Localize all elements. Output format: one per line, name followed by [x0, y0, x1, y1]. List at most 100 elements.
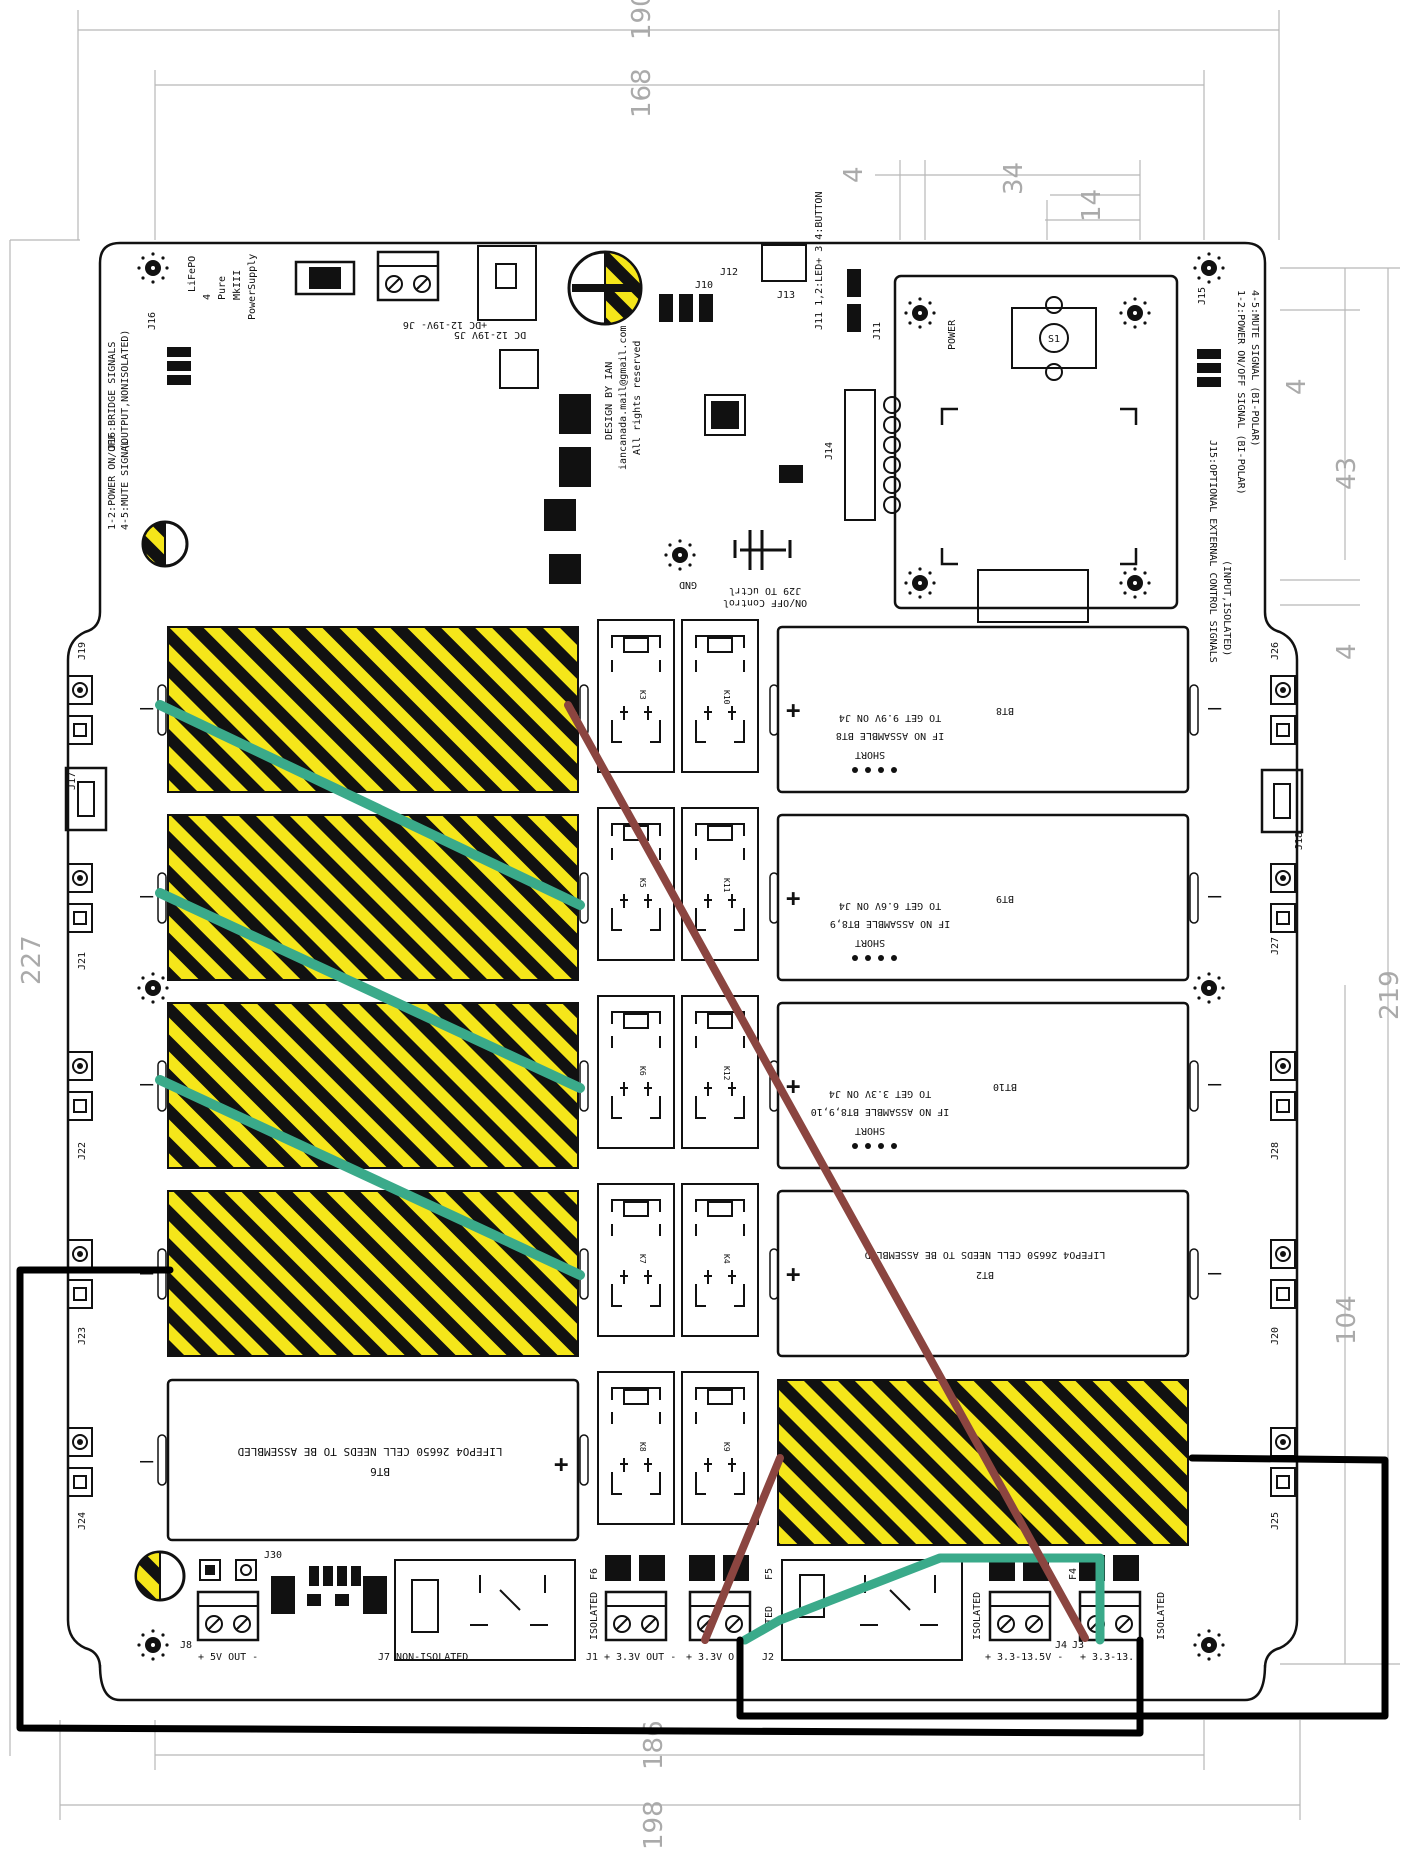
right-conn-j26: J26	[1270, 642, 1281, 660]
bt9-note1: IF NO ASSAMBLE BT8,9	[830, 918, 950, 929]
left-conn-j19: J19	[77, 642, 88, 660]
j29-label-1: ON/OFF Control	[723, 597, 807, 608]
right-battery-cells: + + + + – – – – BT8 IF NO ASSAMBLE BT8 T…	[769, 625, 1222, 1546]
relay-k6: K6	[638, 1066, 647, 1076]
bt10-name: BT10	[993, 1081, 1017, 1092]
cell-hatched-right	[777, 1379, 1189, 1546]
silkscreen-top: LiFePO 4 Pure MkIII PowerSupply J16:BRID…	[107, 192, 1260, 663]
label-3v3-out-b: + 3.3V O	[686, 1652, 734, 1663]
dim-left-total: 227	[17, 935, 47, 985]
black-wire-2	[736, 1454, 1389, 1720]
bt2-note: LIFEPO4 26650 CELL NEEDS TO BE ASSEMBLED	[865, 1249, 1106, 1260]
wires	[16, 700, 1389, 1737]
relay-array: K3 K10 K5 K11 K6 K12 K7 K4 K8 K9	[597, 619, 759, 1525]
label-j2: J2	[762, 1652, 774, 1663]
left-conn-j22: J22	[77, 1142, 88, 1160]
bottom-components	[134, 1550, 1142, 1661]
j5-label: DC 12-19V J5	[454, 329, 526, 340]
design-credit-1: DESIGN BY IAN	[604, 362, 615, 440]
label-j30: J30	[264, 1550, 282, 1561]
svg-text:+: +	[786, 884, 800, 912]
label-isolated-2: ISOLATED	[972, 1592, 983, 1640]
j16-note-3: 1-2:POWER ON/OFF	[107, 434, 118, 530]
board-title-2: 4	[202, 294, 213, 300]
relay-k9: K9	[722, 1442, 731, 1452]
j16-note-1: J16:BRIDGE SIGNALS	[107, 342, 118, 450]
bt8-short: SHORT	[855, 749, 885, 760]
j15-note-2: (INPUT,ISOLATED)	[1221, 560, 1232, 656]
label-3v3-out-a: + 3.3V OUT -	[604, 1652, 676, 1663]
board-title-1: LiFePO	[187, 256, 198, 292]
label-j8: J8	[180, 1640, 192, 1651]
dim-right-a: 4	[1282, 378, 1312, 395]
board-title-5: PowerSupply	[247, 254, 258, 320]
cell-bt6	[166, 1378, 580, 1542]
j13-label: J13	[777, 290, 795, 301]
cell-row-3	[167, 1002, 579, 1169]
label-j7: J7 NON-ISOLATED	[378, 1652, 468, 1663]
svg-text:–: –	[140, 696, 154, 721]
bt9-name: BT9	[996, 893, 1014, 904]
bt10-short: SHORT	[855, 1125, 885, 1136]
dimension-lines	[9, 10, 1400, 1820]
j29-label-2: J29 TO uCtrl	[729, 585, 801, 596]
label-j4: J4	[1055, 1640, 1067, 1651]
cell-row-4	[167, 1190, 579, 1357]
dim-right-total: 219	[1375, 970, 1405, 1020]
svg-text:–: –	[1208, 696, 1222, 721]
right-conn-j27: J27	[1270, 937, 1281, 955]
relay-k12: K12	[722, 1066, 731, 1081]
bt6-name: BT6	[370, 1465, 390, 1478]
right-conn-j18: J18	[1294, 832, 1305, 850]
label-ated: ATED	[764, 1606, 775, 1630]
j15-note-3: 1-2:POWER ON/OFF SIGNAL (BI-POLAR)	[1235, 290, 1246, 495]
left-battery-cells: – – – – – + BT6 LIFEPO4 26650 CELL NEEDS…	[140, 626, 589, 1542]
bt6-note: LIFEPO4 26650 CELL NEEDS TO BE ASSEMBLED	[238, 1445, 503, 1458]
label-f4: F4	[1068, 1568, 1079, 1580]
black-wire-1	[16, 1266, 1144, 1737]
dim-right-b: 43	[1332, 457, 1362, 490]
svg-text:+: +	[786, 1072, 800, 1100]
dim-bottom-outer: 198	[639, 1800, 669, 1850]
label-j1: J1	[586, 1652, 598, 1663]
j15-label: J15	[1197, 287, 1208, 305]
dim-right-c: 4	[1332, 643, 1362, 660]
dim-top-inner: 168	[627, 68, 657, 118]
j6-label: +DC 12-19V- J6	[403, 319, 487, 330]
j29-gnd: GND	[679, 579, 697, 590]
cell-bt9	[776, 813, 1190, 982]
left-conn-j17: J17	[67, 772, 78, 790]
cell-row-1	[167, 626, 579, 793]
board-outline	[66, 241, 1299, 1702]
board-title-3: Pure	[217, 276, 228, 300]
label-j3: J3	[1072, 1640, 1084, 1651]
j11-led-label: J11 1,2:LED+ 3,4:BUTTON	[814, 192, 825, 330]
dim-right-d: 104	[1332, 1295, 1362, 1345]
bt8-note2: TO GET 9.9V ON J4	[839, 712, 941, 723]
svg-text:–: –	[1208, 1072, 1222, 1097]
brown-wire-1	[564, 701, 1089, 1642]
svg-text:–: –	[140, 884, 154, 909]
brown-wire-2	[701, 1454, 784, 1644]
teal-wire-1	[155, 700, 585, 910]
j14-label: J14	[824, 442, 835, 460]
dim-top-r3: 14	[1077, 189, 1107, 222]
svg-text:+: +	[554, 1450, 568, 1478]
svg-text:–: –	[140, 1449, 154, 1474]
cell-row-2	[167, 814, 579, 981]
svg-text:+: +	[786, 696, 800, 724]
left-conn-j24: J24	[77, 1512, 88, 1530]
j15-note-4: 4-5:MUTE SIGNAL (BI-POLAR)	[1249, 290, 1260, 447]
label-j3-out: + 3.3-13.	[1080, 1652, 1134, 1663]
right-side-connectors: J26 J18 J27 J28 J20 J25	[1260, 642, 1305, 1530]
label-f6: F6	[589, 1568, 600, 1580]
cell-bt10	[776, 1001, 1190, 1170]
left-side-connectors: J19 J17 J21 J22 J23 J24	[64, 642, 108, 1530]
teal-wire-2	[155, 888, 585, 1093]
s1-label: S1	[1048, 334, 1060, 345]
relay-k4: K4	[722, 1254, 731, 1264]
left-conn-j21: J21	[77, 952, 88, 970]
relay-k7: K7	[638, 1254, 647, 1264]
right-conn-j28: J28	[1270, 1142, 1281, 1160]
